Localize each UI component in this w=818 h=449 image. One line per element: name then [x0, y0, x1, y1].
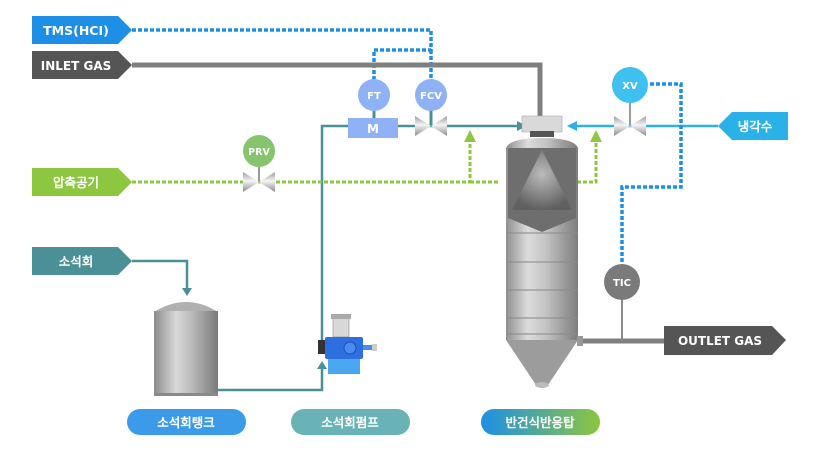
lime-feed-line	[132, 259, 189, 290]
lime-tank-label: 소석회탱크	[157, 415, 215, 430]
ft-label: FT	[367, 91, 381, 102]
reactor-label-pill: 반건식반응탑	[481, 409, 600, 435]
compressed-air-line	[132, 140, 598, 184]
tms-tag[interactable]: TMS(HCI)	[32, 16, 132, 44]
compressed-air-tag[interactable]: 압축공기	[32, 168, 132, 196]
tic-label: TIC	[613, 278, 631, 289]
flow-meter[interactable]: M	[348, 118, 398, 138]
tms-tag-label: TMS(HCI)	[43, 23, 109, 38]
tms-signal-line	[132, 28, 433, 82]
lime-tank-label-pill: 소석회탱크	[127, 409, 246, 435]
pump-inlet-arrow	[317, 361, 327, 369]
tank-to-pump-line	[218, 366, 324, 392]
flow-meter-label: M	[367, 122, 379, 136]
cooling-water-arrow	[567, 121, 577, 131]
prv-valve-icon[interactable]	[243, 172, 275, 192]
lime-tank-icon[interactable]	[154, 302, 218, 396]
tic-signal-line	[620, 82, 683, 262]
inlet-gas-pipe	[132, 62, 543, 118]
fcv-label: FCV	[420, 91, 442, 102]
cooling-water-tag[interactable]: 냉각수	[718, 112, 788, 140]
lime-tag-label: 소석회	[59, 254, 94, 269]
outlet-gas-tag-label: OUTLET GAS	[678, 334, 762, 348]
inlet-gas-tag-label: INLET GAS	[41, 59, 112, 73]
xv-valve-icon[interactable]	[614, 116, 646, 136]
prv-instrument[interactable]: PRV	[243, 135, 275, 167]
lime-pump-label: 소석회펌프	[321, 415, 379, 430]
lime-feed-arrow	[182, 288, 192, 296]
lime-pump-label-pill: 소석회펌프	[291, 409, 410, 435]
air-arrow-left	[464, 130, 476, 142]
outlet-gas-tag[interactable]: OUTLET GAS	[664, 326, 786, 355]
inlet-gas-tag[interactable]: INLET GAS	[32, 51, 132, 79]
ft-instrument[interactable]: FT	[358, 79, 390, 111]
prv-label: PRV	[248, 147, 270, 158]
air-arrow-right	[590, 130, 602, 142]
cooling-water-tag-label: 냉각수	[738, 119, 773, 134]
compressed-air-tag-label: 압축공기	[53, 175, 99, 190]
reactor-icon[interactable]	[506, 115, 583, 388]
lime-pump-icon[interactable]	[318, 314, 377, 374]
tic-instrument[interactable]: TIC	[604, 264, 640, 300]
xv-label: XV	[622, 81, 638, 92]
reactor-label: 반건식반응탑	[505, 415, 575, 430]
fcv-instrument[interactable]: FCV	[415, 79, 447, 111]
xv-instrument[interactable]: XV	[612, 67, 648, 103]
lime-tag[interactable]: 소석회	[32, 247, 132, 275]
pump-to-reactor-line	[320, 124, 520, 340]
fcv-valve-icon[interactable]	[415, 116, 447, 136]
